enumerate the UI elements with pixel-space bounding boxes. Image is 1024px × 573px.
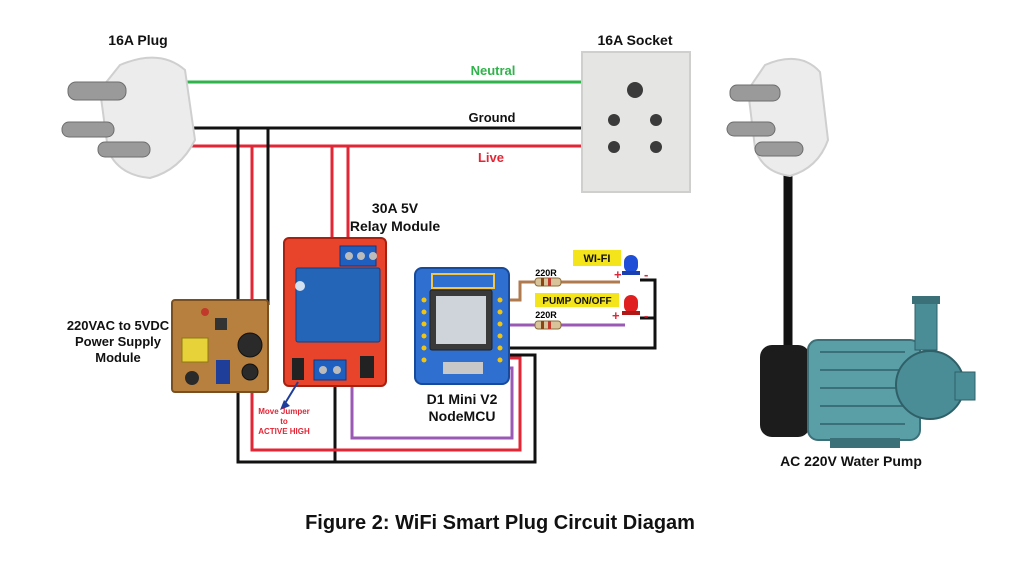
led-pump-plus: + bbox=[612, 308, 620, 323]
power-supply-module bbox=[171, 299, 269, 393]
resistor-pump-label: 220R bbox=[535, 310, 557, 320]
plug-right bbox=[726, 57, 830, 178]
led-pump-label: PUMP ON/OFF bbox=[542, 296, 611, 307]
pump-label: AC 220V Water Pump bbox=[780, 453, 922, 469]
psu-label-1: 220VAC to 5VDC bbox=[67, 318, 170, 333]
jumper-arrow bbox=[283, 381, 299, 406]
resistor-pump bbox=[534, 320, 562, 330]
ground-label: Ground bbox=[469, 110, 516, 125]
neutral-label: Neutral bbox=[471, 63, 516, 78]
figure-caption: Figure 2: WiFi Smart Plug Circuit Diagam bbox=[305, 512, 695, 534]
led-wifi-wire bbox=[503, 280, 620, 302]
plug-left-label: 16A Plug bbox=[108, 32, 167, 48]
led-pump-minus: - bbox=[644, 308, 648, 323]
socket bbox=[581, 51, 691, 193]
led-pump-red bbox=[622, 295, 640, 315]
led-wifi-label: WI-FI bbox=[584, 253, 611, 265]
psu-label-3: Module bbox=[95, 350, 141, 365]
jumper-arrowhead bbox=[280, 400, 290, 410]
live-label: Live bbox=[478, 150, 504, 165]
led-pump-label-bg bbox=[535, 293, 619, 307]
mcu-label-1: D1 Mini V2 bbox=[427, 391, 498, 407]
relay-label-2: Relay Module bbox=[350, 218, 440, 234]
plug-left bbox=[61, 56, 197, 180]
jumper-label-1: Move Jumper bbox=[258, 407, 310, 416]
water-pump bbox=[760, 296, 976, 448]
led-wifi-blue bbox=[622, 255, 640, 275]
psu-5v-wire bbox=[250, 356, 522, 452]
relay-module bbox=[283, 237, 387, 387]
socket-label: 16A Socket bbox=[598, 32, 673, 48]
led-wifi-label-bg bbox=[573, 250, 621, 266]
resistor-wifi-label: 220R bbox=[535, 268, 557, 278]
relay-label-1: 30A 5V bbox=[372, 200, 419, 216]
jumper-label-3: ACTIVE HIGH bbox=[258, 427, 310, 436]
jumper-label-2: to bbox=[280, 417, 288, 426]
d1-mini-nodemcu bbox=[414, 267, 510, 385]
led-wifi-minus: - bbox=[644, 267, 648, 282]
led-wifi-plus: + bbox=[614, 267, 622, 282]
mcu-label-2: NodeMCU bbox=[429, 408, 496, 424]
resistor-wifi bbox=[534, 277, 562, 287]
led-ground-wire bbox=[503, 278, 657, 350]
psu-label-2: Power Supply bbox=[75, 334, 162, 349]
